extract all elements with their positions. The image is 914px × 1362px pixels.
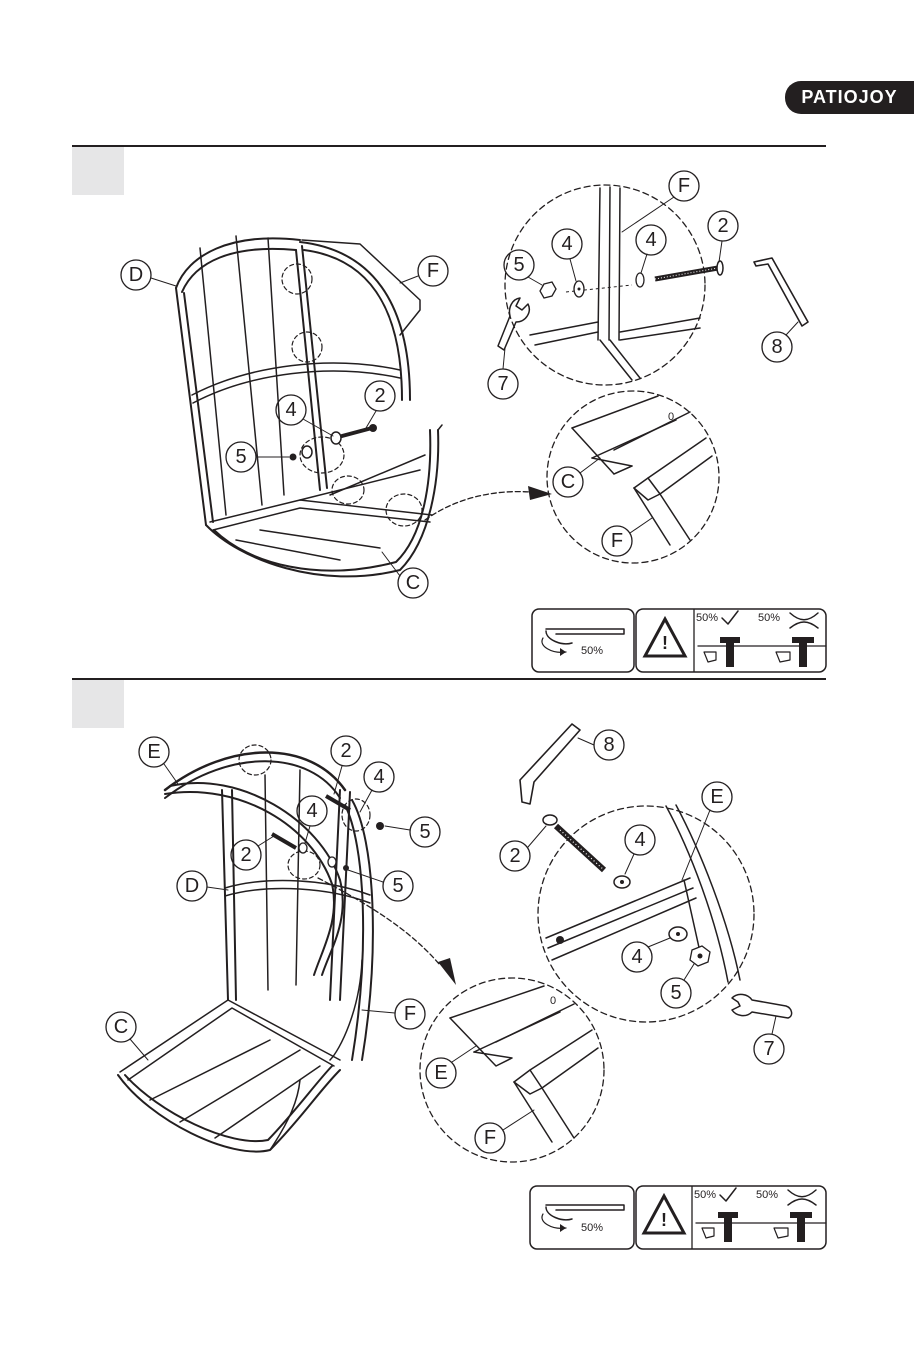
step1-joint-detail: 0 C F: [547, 391, 719, 563]
step1-hardware-detail: F 2 4 4 5 7 8: [488, 171, 808, 399]
step1-detail-label-allen: 8: [771, 336, 782, 358]
step2-label-f: F: [404, 1003, 416, 1025]
step1-label-bolt: 2: [374, 385, 385, 407]
step2-bad-pct: 50%: [756, 1189, 778, 1201]
step2-detail-label-allen: 8: [603, 734, 614, 756]
step2-hardware-detail: 8 E 4 2 4 5 7: [500, 724, 792, 1064]
step1-label-d: D: [129, 264, 143, 286]
step2-tighten-pct: 50%: [581, 1222, 603, 1234]
step1-tighten-pct: 50%: [581, 645, 603, 657]
step2-label-e: E: [147, 741, 160, 763]
step1-warning-panel: 50% ! 50% 50%: [532, 609, 826, 672]
step2-label-bolt-b: 2: [240, 844, 251, 866]
step2-label-washer-a: 4: [373, 766, 384, 788]
svg-text:0: 0: [550, 995, 556, 1007]
svg-text:0: 0: [668, 411, 674, 423]
step1-label-washer: 4: [285, 399, 296, 421]
step2-detail-label-washer-b: 4: [631, 946, 642, 968]
step2-detail-label-washer-a: 4: [634, 829, 645, 851]
step2-label-c: C: [114, 1016, 128, 1038]
step1-detail-label-bolt: 2: [717, 215, 728, 237]
step1-ok-pct: 50%: [696, 612, 718, 624]
step1-bad-pct: 50%: [758, 612, 780, 624]
step1-detail-label-wrench: 7: [497, 373, 508, 395]
step2-detail-label-nut: 5: [670, 982, 681, 1004]
step2-detail-label-bolt: 2: [509, 845, 520, 867]
step2-label-nut-b: 5: [392, 875, 403, 897]
step2-label-bolt-a: 2: [340, 740, 351, 762]
step1-alert-symbol: !: [662, 633, 668, 653]
step2-label-washer-b: 4: [306, 800, 317, 822]
step1-joint-label-c: C: [561, 471, 575, 493]
step1-callouts: D F 2 4 5 C: [121, 256, 448, 598]
step2-callouts: E 2 4 4 5 2 5 D C F: [106, 736, 440, 1060]
step1-label-nut: 5: [235, 446, 246, 468]
step2-detail-label-wrench: 7: [763, 1038, 774, 1060]
step2-ok-pct: 50%: [694, 1189, 716, 1201]
step2-chair-frame: [118, 745, 456, 1152]
step2-alert-symbol: !: [661, 1210, 667, 1230]
step2-label-nut-a: 5: [419, 821, 430, 843]
step1-detail-label-washer-b: 4: [561, 233, 572, 255]
step1-chair-frame: [176, 236, 552, 576]
step1-detail-label-f: F: [678, 175, 690, 197]
step1-joint-label-f: F: [611, 530, 623, 552]
step1-detail-label-washer-a: 4: [645, 229, 656, 251]
step2-detail-label-e: E: [710, 786, 723, 808]
step2-joint-detail: 0 E F: [420, 978, 604, 1162]
step2-warning-panel: 50% ! 50% 50%: [530, 1186, 826, 1249]
step1-detail-label-nut: 5: [513, 254, 524, 276]
step1-label-f: F: [427, 260, 439, 282]
step2-label-d: D: [185, 875, 199, 897]
step2-joint-label-f: F: [484, 1127, 496, 1149]
step2-joint-label-e: E: [434, 1062, 447, 1084]
step1-label-c: C: [406, 572, 420, 594]
